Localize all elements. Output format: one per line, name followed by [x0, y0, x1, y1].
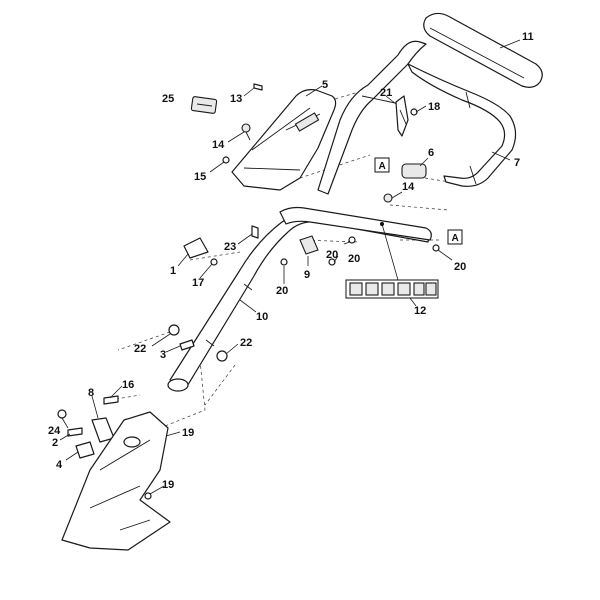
screw-13 — [253, 83, 263, 91]
callout-14-top: 14 — [212, 139, 225, 151]
washer-20a — [348, 236, 356, 244]
callout-9: 9 — [304, 269, 310, 281]
washer-20d — [432, 244, 440, 252]
callout-24: 24 — [48, 425, 61, 437]
bolt-19-bottom — [144, 492, 152, 500]
nut-18 — [410, 108, 418, 116]
callout-8: 8 — [88, 387, 94, 399]
callout-15: 15 — [194, 171, 206, 183]
callout-13: 13 — [230, 93, 242, 105]
callout-20a: 20 — [326, 249, 338, 261]
callout-25: 25 — [162, 93, 174, 105]
washer-22a — [168, 324, 180, 336]
callout-14-right: 14 — [402, 181, 415, 193]
nut-15 — [222, 156, 230, 164]
lower-handle — [167, 206, 432, 392]
bolt-14-right — [383, 193, 393, 203]
callout-7: 7 — [514, 157, 520, 169]
bracket-6 — [401, 163, 427, 179]
leader-lines — [59, 39, 521, 495]
callout-23: 23 — [224, 241, 236, 253]
cable-clip-21 — [395, 95, 409, 137]
tag-a-upper: A — [379, 161, 386, 172]
callout-12: 12 — [414, 305, 426, 317]
pin-2 — [67, 427, 83, 437]
bolt-23 — [251, 225, 259, 239]
callout-19-bottom: 19 — [162, 479, 174, 491]
spring-4 — [75, 441, 95, 459]
callout-6: 6 — [428, 147, 434, 159]
callout-20c: 20 — [276, 285, 288, 297]
control-box — [231, 89, 337, 191]
bolt-14-top — [241, 123, 251, 133]
reference-tags: A A — [374, 157, 463, 245]
callout-1: 1 — [170, 265, 176, 277]
callout-18: 18 — [428, 101, 440, 113]
washer-22b — [216, 350, 228, 362]
deck-mount-bracket — [61, 411, 171, 551]
washer-20b — [328, 258, 336, 266]
callout-11: 11 — [522, 31, 534, 43]
callout-16: 16 — [122, 379, 134, 391]
callout-20d: 20 — [454, 261, 466, 273]
upper-handle — [317, 40, 517, 195]
nut-24 — [57, 409, 67, 419]
part-25-label — [190, 96, 218, 114]
callout-10: 10 — [256, 311, 268, 323]
callout-22b: 22 — [240, 337, 252, 349]
pin-17 — [210, 258, 218, 266]
lever-8 — [91, 417, 115, 443]
callout-3: 3 — [160, 349, 166, 361]
callout-19-top: 19 — [182, 427, 194, 439]
part-12-warning-label — [345, 222, 439, 299]
bolt-16 — [103, 395, 119, 405]
callout-5: 5 — [322, 79, 328, 91]
callout-17: 17 — [192, 277, 204, 289]
callout-21: 21 — [380, 87, 392, 99]
knob-9 — [299, 235, 319, 255]
callout-numbers: 11 7 5 13 25 14 15 21 18 6 14 1 17 23 9 … — [48, 31, 534, 491]
tag-a-lower: A — [452, 233, 459, 244]
callout-22a: 22 — [134, 343, 146, 355]
callout-4: 4 — [56, 459, 63, 471]
bushing-3 — [179, 339, 195, 351]
foam-grip — [423, 12, 543, 88]
callout-20b: 20 — [348, 253, 360, 265]
callout-2: 2 — [52, 437, 58, 449]
washer-20c — [280, 258, 288, 266]
